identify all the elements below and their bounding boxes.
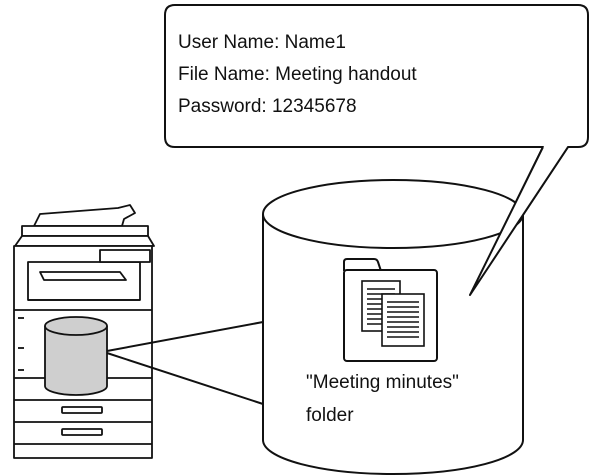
callout-user-name: User Name: Name1 (178, 32, 346, 53)
folder-with-documents-icon (343, 258, 438, 362)
hdd-connector (106, 321, 264, 405)
callout-tail (469, 144, 569, 296)
folder-suffix-label: folder (306, 405, 354, 426)
callout-file-name: File Name: Meeting handout (178, 64, 417, 85)
multifunction-printer-icon (13, 204, 155, 459)
folder-name-label: "Meeting minutes" (306, 372, 459, 393)
callout-password: Password: 12345678 (178, 96, 357, 117)
hard-disk-cylinder-icon (44, 316, 108, 396)
